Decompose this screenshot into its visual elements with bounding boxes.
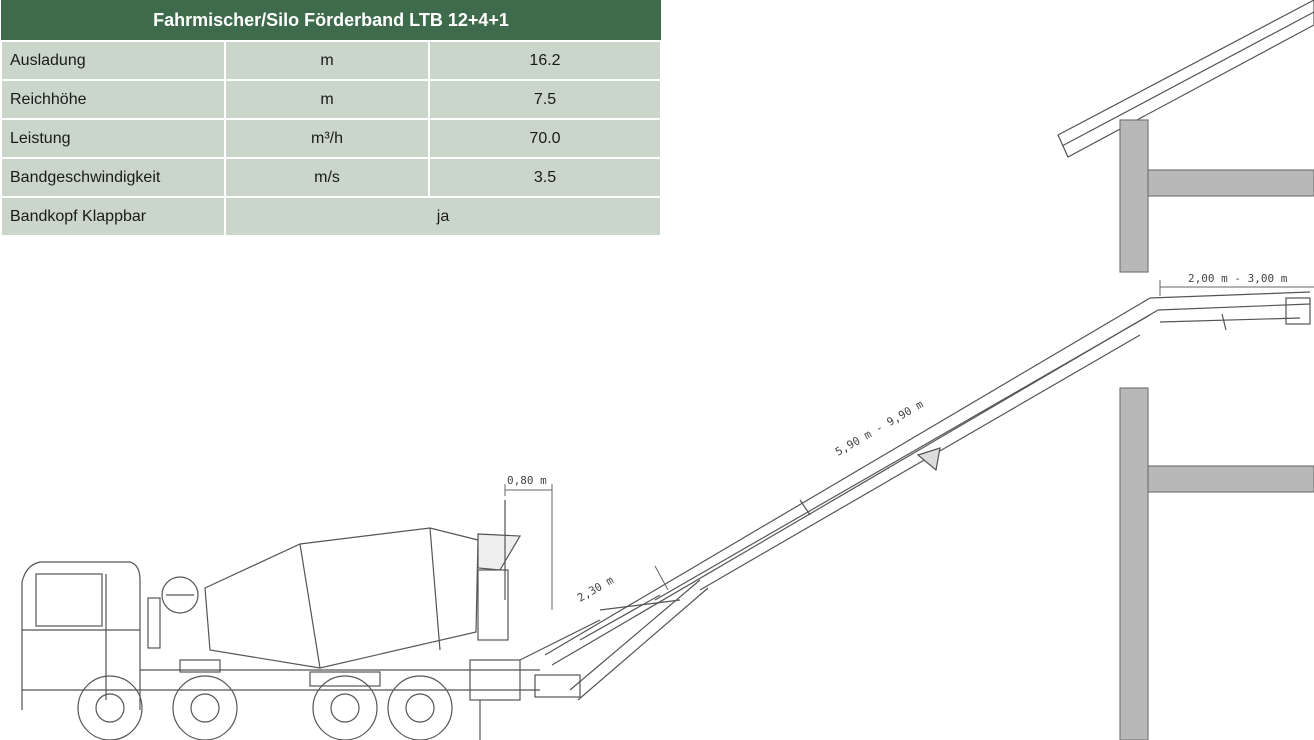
spec-label: Bandgeschwindigkeit xyxy=(0,157,226,198)
spec-unit: m/s xyxy=(224,157,430,198)
spec-row: Bandkopf Klappbar ja xyxy=(0,196,662,237)
spec-value: 7.5 xyxy=(428,79,662,120)
wheel xyxy=(312,675,378,740)
conveyor-head xyxy=(1149,291,1311,331)
spec-row: Reichhöhe m 7.5 xyxy=(0,79,662,120)
dimension-first-line xyxy=(654,565,669,591)
spec-value: ja xyxy=(224,196,662,237)
building-roof xyxy=(1057,0,1314,158)
conveyor-base xyxy=(469,659,581,740)
spec-row: Ausladung m 16.2 xyxy=(0,40,662,81)
spec-value: 70.0 xyxy=(428,118,662,159)
dimension-label-hopper: 0,80 m xyxy=(507,474,547,487)
wheel xyxy=(77,675,143,740)
wheel xyxy=(172,675,238,740)
conveyor-boom xyxy=(544,297,1159,666)
truck-cab xyxy=(21,561,161,710)
spec-label: Leistung xyxy=(0,118,226,159)
building-wall xyxy=(1119,119,1314,740)
dimension-label-main-section: 5,90 m - 9,90 m xyxy=(833,397,926,458)
spec-value: 3.5 xyxy=(428,157,662,198)
spec-value: 16.2 xyxy=(428,40,662,81)
spec-table: Fahrmischer/Silo Förderband LTB 12+4+1 A… xyxy=(0,0,662,237)
truck-chassis xyxy=(22,659,540,691)
spec-label: Ausladung xyxy=(0,40,226,81)
dimension-label-first-section: 2,30 m xyxy=(575,573,616,604)
spec-label: Reichhöhe xyxy=(0,79,226,120)
dimension-head-line xyxy=(1159,280,1314,296)
spec-unit: m xyxy=(224,79,430,120)
spec-label: Bandkopf Klappbar xyxy=(0,196,226,237)
spec-unit: m³/h xyxy=(224,118,430,159)
spec-row: Leistung m³/h 70.0 xyxy=(0,118,662,159)
spec-unit: m xyxy=(224,40,430,81)
dimension-hopper-line xyxy=(504,484,553,610)
spec-table-header: Fahrmischer/Silo Förderband LTB 12+4+1 xyxy=(1,0,661,41)
dimension-label-head-section: 2,00 m - 3,00 m xyxy=(1188,272,1288,285)
support-strut xyxy=(519,579,709,701)
wheel xyxy=(387,675,453,740)
spec-table-title: Fahrmischer/Silo Förderband LTB 12+4+1 xyxy=(1,0,661,41)
mixer-drum xyxy=(161,500,522,669)
spec-row: Bandgeschwindigkeit m/s 3.5 xyxy=(0,157,662,198)
